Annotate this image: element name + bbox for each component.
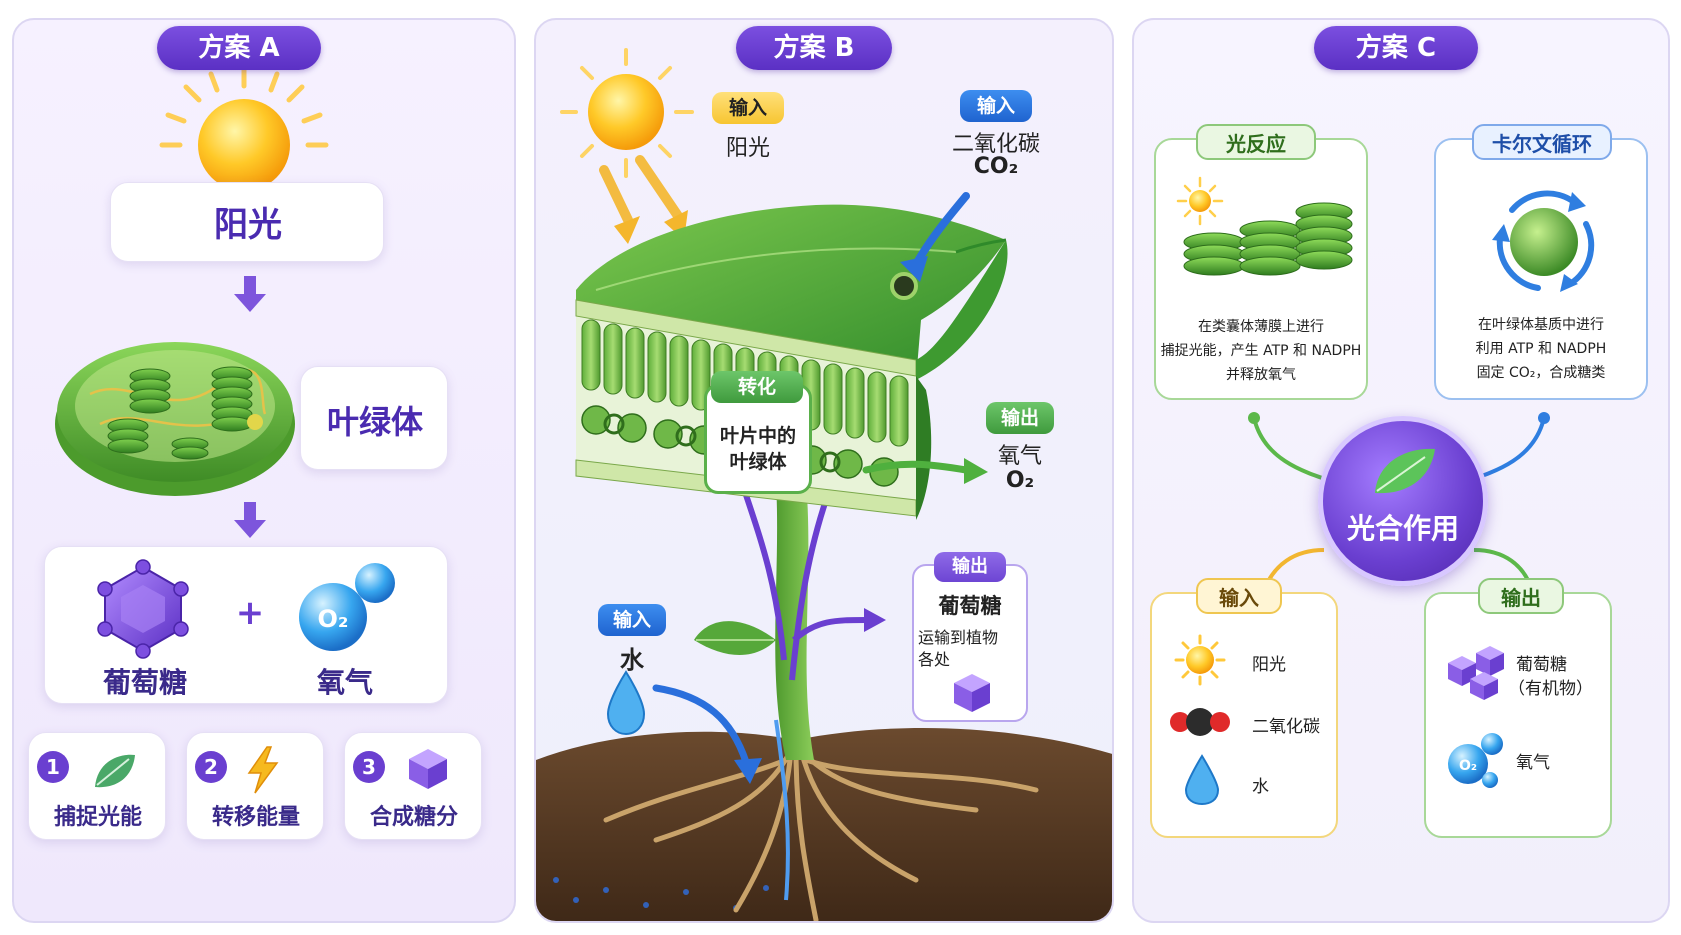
panel-plan-a: 方案 A 阳光 叶绿体: [12, 18, 516, 923]
input-item-sunlight: 阳光: [1252, 655, 1286, 675]
step-number: 2: [195, 751, 227, 783]
output-glucose-sublabel: （有机物）: [1508, 679, 1593, 699]
inputs-card: 输入 阳光 二氧化碳 水: [1150, 578, 1338, 838]
input-item-co2: 二氧化碳: [1252, 717, 1320, 737]
step-number: 1: [37, 751, 69, 783]
step-label: 转移能量: [211, 805, 300, 830]
outputs-tag: 输出: [1478, 578, 1564, 614]
leaf-icon: [1375, 448, 1435, 494]
leaf-icon: [95, 754, 135, 788]
glucose-label: 葡萄糖: [102, 666, 187, 699]
panel-a-title: 方案 A: [157, 26, 321, 70]
step-label: 合成糖分: [369, 805, 458, 830]
chloroplast-card: 叶绿体: [300, 366, 448, 470]
step-label: 捕捉光能: [53, 805, 142, 830]
calvin-cycle-tag: 卡尔文循环: [1472, 124, 1612, 160]
calvin-line2: 利用 ATP 和 NADPH: [1475, 341, 1607, 357]
water-drop-icon: [1184, 754, 1220, 806]
convert-text-line2: 叶绿体: [729, 451, 787, 473]
step-card-2: 2 转移能量: [186, 732, 324, 840]
input-co2-text: 二氧化碳: [951, 132, 1040, 157]
input-item-water: 水: [1252, 777, 1269, 797]
products-card: + O₂ 葡萄糖 氧气: [44, 546, 448, 704]
panel-c-title: 方案 C: [1314, 26, 1478, 70]
chloroplast-illustration: [55, 342, 295, 496]
sugar-cubes-icon: [1448, 646, 1504, 700]
convert-box: 转化 叶片中的 叶绿体: [704, 371, 812, 494]
output-glucose-title: 葡萄糖: [938, 594, 1002, 618]
output-glucose-desc-line2: 各处: [918, 650, 951, 669]
arrow-down-icon: [234, 276, 266, 312]
input-co2-formula: CO₂: [973, 154, 1019, 179]
light-reaction-line3: 并释放氧气: [1226, 367, 1296, 383]
input-co2-tag: 输入: [960, 90, 1032, 122]
output-o2-text: 氧气: [997, 444, 1042, 469]
chloroplast-label: 叶绿体: [326, 403, 423, 441]
panel-plan-b: 方案 B: [534, 18, 1114, 923]
photosynthesis-center: 光合作用: [1318, 416, 1488, 586]
step-card-1: 1 捕捉光能: [28, 732, 166, 840]
co2-molecule-icon: [1170, 708, 1230, 736]
oxygen-molecule-icon: O₂: [299, 563, 395, 651]
output-o2-formula: O₂: [1005, 468, 1035, 493]
oxygen-molecule-icon: O₂: [1448, 733, 1503, 788]
input-sun-text: 阳光: [725, 136, 770, 161]
lightning-icon: [247, 746, 279, 794]
panel-plan-c: 方案 C 光反应 在类囊体薄膜上进行 捕捉光能，产生: [1132, 18, 1670, 923]
input-water-tag: 输入: [598, 604, 666, 636]
glucose-molecule-icon: [97, 559, 189, 659]
o2-symbol: O₂: [1459, 758, 1477, 774]
calvin-line1: 在叶绿体基质中进行: [1478, 317, 1604, 333]
calvin-line3: 固定 CO₂，合成糖类: [1476, 365, 1606, 381]
sunlight-label: 阳光: [214, 205, 282, 245]
light-reaction-tag: 光反应: [1196, 124, 1316, 160]
calvin-cycle-card: 卡尔文循环 在叶绿体基质中进行 利用 ATP 和 NADPH 固定 CO₂，合成…: [1434, 124, 1648, 400]
plus-sign: +: [235, 593, 265, 633]
inputs-tag: 输入: [1196, 578, 1282, 614]
outputs-card: 输出 葡萄糖 （有机物） O₂ 氧气: [1424, 578, 1612, 838]
light-reaction-card: 光反应 在类囊体薄膜上进行 捕捉光能，产生 ATP 和 NADPH 并释放氧气: [1154, 124, 1368, 400]
output-oxygen-label: 氧气: [1516, 753, 1550, 773]
step-number: 3: [353, 751, 385, 783]
output-glucose-desc-line1: 运输到植物: [918, 628, 999, 647]
photosynthesis-label: 光合作用: [1346, 512, 1459, 545]
output-glucose-box: 输出 葡萄糖 运输到植物 各处: [912, 552, 1028, 722]
convert-text-line1: 叶片中的: [719, 425, 796, 447]
light-reaction-line2: 捕捉光能，产生 ATP 和 NADPH: [1160, 343, 1362, 359]
calvin-cycle-icon: [1492, 190, 1595, 292]
thylakoid-stacks-illustration: [1176, 176, 1353, 276]
light-reaction-line1: 在类囊体薄膜上进行: [1198, 319, 1324, 335]
output-glucose-label: 葡萄糖: [1516, 655, 1567, 675]
step-card-3: 3 合成糖分: [344, 732, 482, 840]
output-o2-tag: 输出: [986, 402, 1054, 434]
o2-symbol: O₂: [318, 605, 349, 633]
sunlight-card: 阳光: [110, 182, 384, 262]
sun-icon: [1174, 634, 1226, 686]
panel-b-title: 方案 B: [736, 26, 892, 70]
output-glucose-tag: 输出: [934, 552, 1006, 582]
sugar-cube-icon: [954, 674, 990, 712]
sugar-cube-icon: [409, 749, 447, 789]
input-water-text: 水: [620, 646, 644, 674]
convert-tag: 转化: [711, 371, 803, 403]
oxygen-label: 氧气: [316, 666, 373, 699]
input-sun-tag: 输入: [712, 92, 784, 124]
arrow-down-icon: [234, 502, 266, 538]
